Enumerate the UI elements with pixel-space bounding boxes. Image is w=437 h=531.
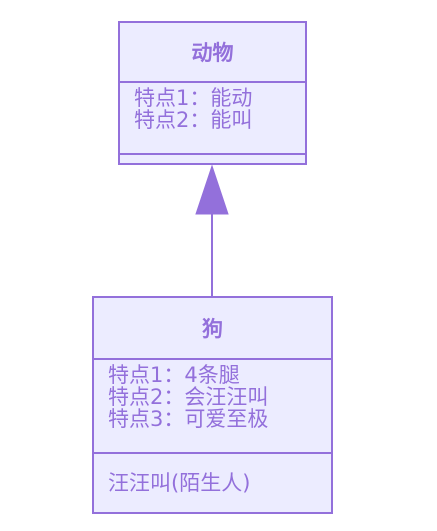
- attribute-line: 特点3：可爱至极: [108, 407, 269, 431]
- class-name-dog: 狗: [94, 298, 331, 360]
- class-box-dog[interactable]: 狗 特点1：4条腿 特点2：会汪汪叫 特点3：可爱至极 汪汪叫(陌生人): [92, 296, 333, 514]
- class-methods-animal: [120, 155, 305, 163]
- attribute-line: 特点2：会汪汪叫: [108, 385, 269, 409]
- attribute-line: 特点2：能叫: [134, 108, 253, 132]
- class-attributes-dog: 特点1：4条腿 特点2：会汪汪叫 特点3：可爱至极: [94, 360, 331, 454]
- class-attributes-animal: 特点1：能动 特点2：能叫: [120, 83, 305, 155]
- inheritance-arrowhead: [195, 164, 229, 215]
- attribute-line: 特点1：能动: [134, 86, 253, 110]
- class-box-animal[interactable]: 动物 特点1：能动 特点2：能叫: [118, 21, 307, 165]
- attribute-line: 特点1：4条腿: [108, 363, 240, 387]
- class-name-animal: 动物: [120, 23, 305, 83]
- class-methods-dog: 汪汪叫(陌生人): [94, 454, 331, 512]
- method-line: 汪汪叫(陌生人): [108, 471, 251, 495]
